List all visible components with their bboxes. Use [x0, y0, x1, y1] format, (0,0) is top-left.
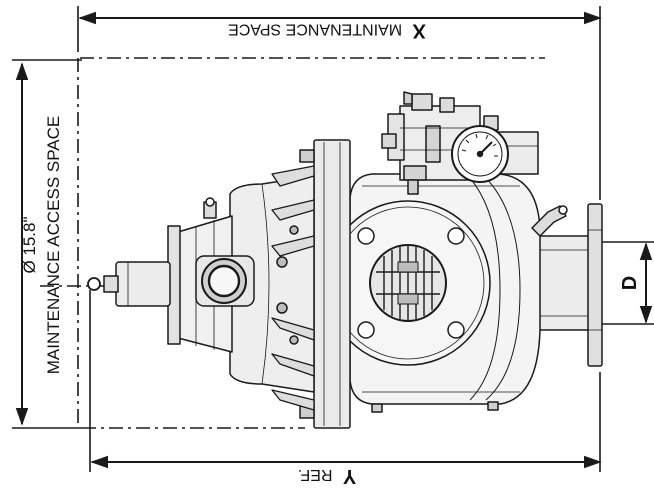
- diameter-text: Ø 15.8": [20, 216, 39, 273]
- motor-housing: [229, 165, 315, 411]
- pressure-gauge: [451, 125, 509, 183]
- housing-ribs: [271, 165, 315, 411]
- x-label: X MAINTENANCE SPACE: [228, 20, 426, 42]
- strainer-grid: [376, 246, 440, 320]
- elbow-fitting: [531, 205, 568, 237]
- y-letter: Y: [342, 465, 356, 487]
- motor-top-fitting: [203, 197, 217, 219]
- access-space-text: MAINTENANCE ACCESS SPACE: [44, 116, 63, 375]
- y-label: Y REF.: [298, 465, 356, 487]
- x-letter: X: [412, 20, 426, 42]
- svg-text:X MAINTENANCE SPACE: X MAINTENANCE SPACE: [228, 20, 426, 42]
- vertical-label: Ø 15.8" MAINTENANCE ACCESS SPACE: [20, 116, 63, 375]
- dimension-lines: [12, 6, 654, 472]
- inspection-port: [195, 255, 255, 307]
- pump-illustration: [87, 91, 603, 429]
- x-label-text: MAINTENANCE SPACE: [228, 21, 402, 38]
- d-letter: D: [619, 276, 641, 290]
- y-label-text: REF.: [298, 466, 333, 483]
- rear-cap: [87, 261, 171, 307]
- svg-text:Y REF.: Y REF.: [298, 465, 356, 487]
